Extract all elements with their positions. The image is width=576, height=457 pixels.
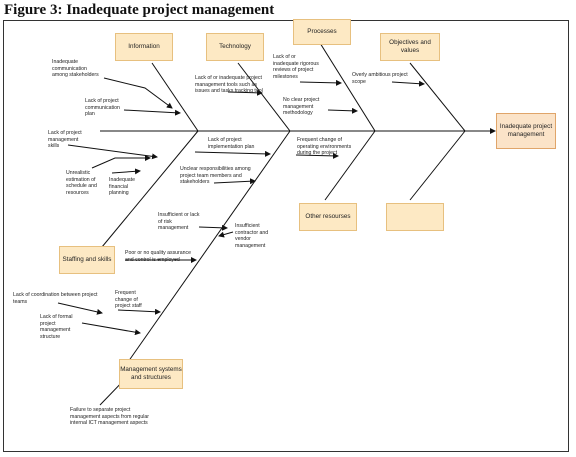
arrow-coordination [57,302,103,315]
arrow-inadequate-communication [103,77,173,109]
bone-technology [237,62,291,132]
figure-title: Figure 3: Inadequate project management [4,2,275,18]
arrow-pm-tools [227,89,263,96]
arrow-implementation-plan [194,150,271,157]
category-other: Other resourses [299,203,357,231]
cause-unclear-responsibilities: Unclear responsibilities among project t… [180,166,251,186]
cause-inadequate-communication: Inadequate communication among stakehold… [52,59,99,79]
bone-management [127,130,291,363]
arrow-environments [295,152,339,159]
arrow-frequent-staff [117,308,161,315]
category-staffing: Staffing and skills [59,246,115,274]
bone-processes [319,42,376,132]
category-processes: Processes [293,19,351,45]
category-blank [386,203,444,231]
arrow-rigorous-reviews [299,79,342,86]
cause-no-clear-methodology: No clear project management methodology [283,97,320,117]
cause-lack-pm-tools: Lack of or inadequate project management… [195,75,263,95]
category-information: Information [115,33,173,61]
arrow-risk-management [198,224,228,231]
head-problem: Inadequate project management [496,113,556,149]
cause-failure-separate: Failure to separate project management a… [70,407,150,427]
cause-lack-risk-management: Insufficient or lack of risk management [158,212,200,232]
category-technology: Technology [206,33,264,61]
arrow-contractor-management [218,231,234,238]
bone-other [324,130,376,201]
cause-lack-formal-structure: Lack of formal project management struct… [40,314,73,340]
arrow-no-methodology [327,107,358,114]
bone-blank [409,130,466,201]
cause-frequent-environments: Frequent change of operating environment… [297,137,352,157]
category-objectives: Objectives and values [380,33,440,61]
diagram-frame [3,20,569,452]
bone-information [151,62,199,132]
cause-lack-pm-skills: Lack of project management skills [48,130,82,150]
cause-insufficient-contractor: Insufficient contractor and vendor manag… [235,223,269,249]
arrow-communication-plan [123,109,181,116]
cause-inadequate-financial: Inadequate financial planning [109,177,135,197]
arrow-pm-skills [67,144,158,160]
arrow-financial-planning [111,168,141,175]
cause-lack-communication-plan: Lack of project communication plan [85,98,120,118]
cause-lack-rigorous-reviews: Lack of or inadequate rigorous reviews o… [273,54,319,80]
arrow-unrealistic-estimation [91,155,151,169]
bone-staffing [96,130,199,254]
cause-lack-implementation-plan: Lack of project implementation plan [208,137,255,150]
cause-poor-quality-assurance: Poor or no quality assurance and control… [125,250,192,263]
cause-lack-coordination: Lack of coordination between project tea… [13,292,98,305]
category-management: Management systems and structures [119,359,183,389]
bone-objectives [409,62,466,132]
arrow-overly-ambitious [391,80,425,87]
cause-frequent-staff: Frequent change of project staff [115,290,142,310]
cause-overly-ambitious: Overly ambitious project scope [352,72,408,85]
arrow-formal-structure [81,322,141,336]
cause-unrealistic-estimation: Unrealistic estimation of schedule and r… [66,170,97,196]
arrow-unclear-responsibilities [213,178,256,185]
